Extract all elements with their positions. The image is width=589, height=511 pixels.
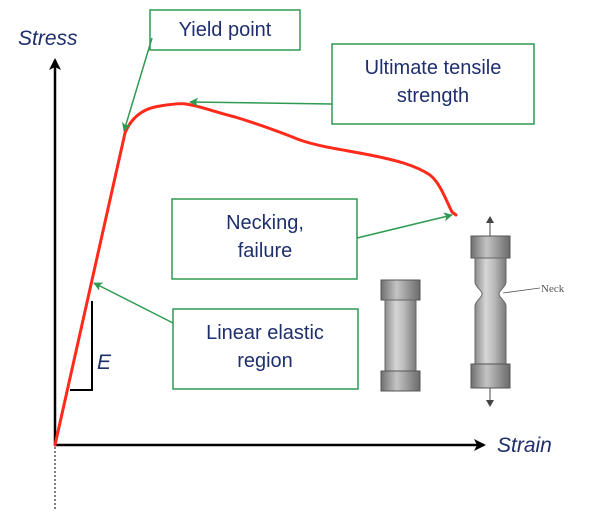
stress-strain-curve [53,102,458,447]
neck-label: Neck [541,283,565,295]
elastic-label-line1: Linear elastic [206,322,324,344]
specimen-original [380,279,421,392]
elastic-arrow [93,282,174,324]
elastic-label-line2: region [237,350,293,372]
yield-point-box [149,9,301,51]
specimen-necked [470,216,511,407]
modulus-triangle [70,301,93,391]
yield-point-label: Yield point [179,19,272,41]
yield-point-arrow [122,37,153,132]
neck-label-line [502,287,541,294]
y-axis-label: Stress [18,27,78,50]
modulus-label: E [97,351,112,374]
uts-label-line2: strength [397,85,469,107]
necking-label-line2: failure [238,240,292,262]
uts-label-line1: Ultimate tensile [365,57,502,79]
necking-arrow [356,212,453,239]
necking-box [171,198,358,280]
necking-label-line1: Necking, [226,212,304,234]
elastic-box [172,308,359,390]
uts-box [331,43,535,125]
uts-arrow [189,97,333,107]
x-axis-label: Strain [497,434,552,457]
